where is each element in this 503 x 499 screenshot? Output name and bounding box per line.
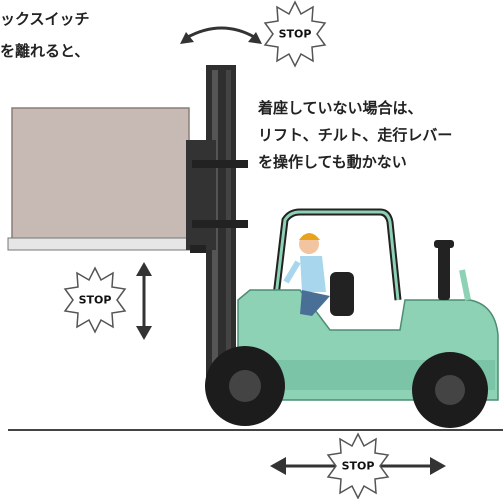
stop-badge-top: STOP xyxy=(265,24,325,44)
caption-line3: を操作しても動かない xyxy=(258,153,407,171)
curved-double-arrow-icon xyxy=(180,26,262,44)
stop-badge-bottom: STOP xyxy=(328,456,388,476)
intro-text-line1: ックスイッチ xyxy=(0,10,90,28)
stop-label-top: STOP xyxy=(278,27,312,41)
stop-burst-bottom xyxy=(326,432,390,499)
stop-badge-left: STOP xyxy=(65,290,125,310)
front-tire xyxy=(205,346,285,426)
caption: 着座していない場合は、 リフト、チルト、走行レバー を操作しても動かない xyxy=(258,95,452,176)
stop-label-left: STOP xyxy=(78,293,112,307)
forklift-mast xyxy=(186,65,248,390)
load-pallet xyxy=(7,107,195,251)
vertical-double-arrow-icon xyxy=(136,262,152,340)
rear-tire xyxy=(412,352,488,428)
intro-text-line2: を離れると、 xyxy=(0,42,90,60)
stop-burst-left xyxy=(63,266,127,334)
caption-line1: 着座していない場合は、 xyxy=(258,99,423,117)
caption-line2: リフト、チルト、走行レバー xyxy=(258,126,453,144)
stop-burst-top xyxy=(263,0,327,68)
stop-label-bottom: STOP xyxy=(341,459,375,473)
